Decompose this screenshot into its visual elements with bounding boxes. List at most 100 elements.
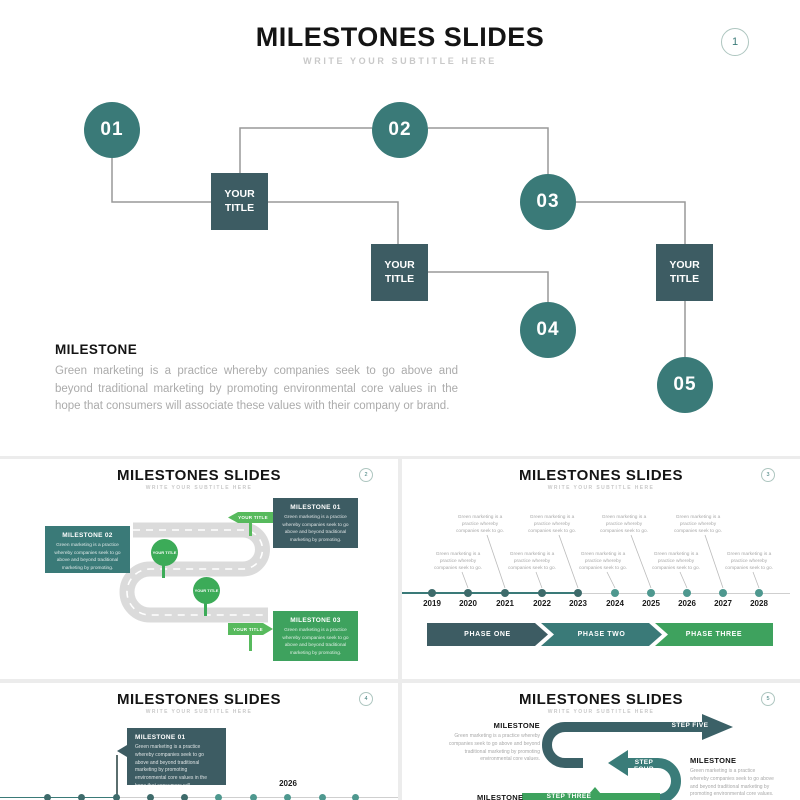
milestone-card-03: MILESTONE 03 Green marketing is a practi… xyxy=(273,611,358,661)
timeline-line-left xyxy=(0,797,120,799)
milestone-heading: MILESTONE xyxy=(477,793,524,800)
timeline-dot xyxy=(147,794,154,800)
timeline-dot xyxy=(78,794,85,800)
milestone-paragraph: Green marketing is a practice whereby co… xyxy=(55,365,458,412)
year-label: 2022 xyxy=(533,599,551,608)
page-subtitle: WRITE YOUR SUBTITLE HERE xyxy=(145,709,253,715)
milestone-circle-05[interactable]: 05 xyxy=(657,357,713,413)
page-title: MILESTONES SLIDES xyxy=(116,467,282,484)
year-label: 2019 xyxy=(423,599,441,608)
milestone-card-01: MILESTONE 01 Green marketing is a practi… xyxy=(127,728,226,789)
timeline-dot-2028 xyxy=(755,589,763,597)
timeline-dot xyxy=(215,794,222,800)
note-connector-lines xyxy=(461,534,760,589)
milestone-card-01: MILESTONE 01 Green marketing is a practi… xyxy=(273,498,358,548)
timeline-dot-2021 xyxy=(501,589,509,597)
milestone-heading: MILESTONE xyxy=(493,721,540,730)
milestone-heading: MILESTONE xyxy=(690,756,737,765)
page-title: MILESTONES SLIDES xyxy=(518,467,684,484)
page-title: MILESTONES SLIDES xyxy=(255,22,545,52)
timeline-note: Green marketing is a practice whereby co… xyxy=(508,552,556,572)
timeline-note: Green marketing is a practice whereby co… xyxy=(528,515,576,535)
page-subtitle: WRITE YOUR SUBTITLE HERE xyxy=(547,485,655,491)
milestone-circle-01[interactable]: 01 xyxy=(84,102,140,158)
slide-3-thumbnail[interactable]: MILESTONES SLIDES WRITE YOUR SUBTITLE HE… xyxy=(402,459,800,679)
timeline-note: Green marketing is a practice whereby co… xyxy=(652,552,700,572)
page-subtitle: WRITE YOUR SUBTITLE HERE xyxy=(303,56,497,66)
timeline-note: Green marketing is a practice whereby co… xyxy=(456,515,504,535)
year-label: 2020 xyxy=(459,599,477,608)
page-number-badge: 2 xyxy=(359,468,373,482)
timeline-dot xyxy=(113,794,120,800)
timeline-line-right xyxy=(120,797,398,798)
year-label: 2027 xyxy=(714,599,732,608)
year-label: 2026 xyxy=(279,779,297,788)
milestone-text: Green marketing is a practice whereby co… xyxy=(448,733,540,763)
timeline-note: Green marketing is a practice whereby co… xyxy=(725,552,773,572)
timeline-line-left xyxy=(402,592,578,594)
card-pointer xyxy=(117,745,127,757)
step-five-label: STEP FIVE xyxy=(671,722,709,729)
phase-two-arrow: PHASE TWO xyxy=(541,623,662,646)
page-title: MILESTONES SLIDES xyxy=(518,691,684,708)
phase-one-arrow: PHASE ONE xyxy=(427,623,548,646)
milestone-card-heading: MILESTONE 01 xyxy=(290,504,341,511)
page-number-badge: 1 xyxy=(721,28,749,56)
timeline-dot xyxy=(250,794,257,800)
pin-stem-1 xyxy=(162,563,165,578)
timeline-dot xyxy=(352,794,359,800)
phase-three-arrow: PHASE THREE xyxy=(655,623,773,646)
page-title: MILESTONES SLIDES xyxy=(116,691,282,708)
sign-post-2 xyxy=(249,634,252,651)
milestone-heading: MILESTONE xyxy=(55,342,138,357)
slide-1-main: MILESTONES SLIDES WRITE YOUR SUBTITLE HE… xyxy=(0,0,800,456)
connector-lines xyxy=(111,127,686,357)
milestone-text: Green marketing is a practice whereby co… xyxy=(690,768,774,798)
road-sign-1: YOUR TITLE xyxy=(228,512,273,523)
year-label: 2024 xyxy=(606,599,624,608)
milestone-card-text: Green marketing is a practice whereby co… xyxy=(54,543,121,572)
step-three-label: STEP THREE xyxy=(546,793,592,800)
timeline-dot-2025 xyxy=(647,589,655,597)
timeline-dot-2020 xyxy=(464,589,472,597)
milestone-card-02: MILESTONE 02 Green marketing is a practi… xyxy=(45,526,130,573)
step-four-label: STEP FOUR xyxy=(633,759,654,773)
milestone-card-heading: MILESTONE 01 xyxy=(135,734,186,741)
timeline-note: Green marketing is a practice whereby co… xyxy=(674,515,722,535)
slide-4-thumbnail[interactable]: MILESTONES SLIDES WRITE YOUR SUBTITLE HE… xyxy=(0,683,398,800)
pin-stem-2 xyxy=(204,601,207,616)
timeline-dot-2023 xyxy=(574,589,582,597)
year-label: 2026 xyxy=(678,599,696,608)
timeline-dot-2022 xyxy=(538,589,546,597)
sign-post-1 xyxy=(249,521,252,536)
timeline-dot xyxy=(44,794,51,800)
year-label: 2025 xyxy=(642,599,660,608)
milestone-circle-03[interactable]: 03 xyxy=(520,174,576,230)
slide-2-thumbnail[interactable]: MILESTONES SLIDES WRITE YOUR SUBTITLE HE… xyxy=(0,459,398,679)
road-sign-2: YOUR TITLE xyxy=(228,623,273,635)
timeline-dot-2026 xyxy=(683,589,691,597)
page-subtitle: WRITE YOUR SUBTITLE HERE xyxy=(145,485,253,491)
timeline-dot xyxy=(319,794,326,800)
map-pin-1: YOUR TITLE xyxy=(151,539,178,566)
page-number-badge: 4 xyxy=(359,692,373,706)
timeline-note: Green marketing is a practice whereby co… xyxy=(434,552,482,572)
page-number-badge: 5 xyxy=(761,692,775,706)
milestone-card-text: Green marketing is a practice whereby co… xyxy=(282,515,349,544)
your-title-box-1[interactable]: YOUR TITLE xyxy=(211,173,268,230)
milestone-card-text: Green marketing is a practice whereby co… xyxy=(135,744,207,789)
map-pin-2: YOUR TITLE xyxy=(193,577,220,604)
your-title-box-3[interactable]: YOUR TITLE xyxy=(656,244,713,301)
timeline-dot-2019 xyxy=(428,589,436,597)
timeline-dot xyxy=(284,794,291,800)
slide-5-thumbnail[interactable]: MILESTONES SLIDES WRITE YOUR SUBTITLE HE… xyxy=(402,683,800,800)
year-label: 2028 xyxy=(750,599,768,608)
milestone-circle-02[interactable]: 02 xyxy=(372,102,428,158)
milestone-card-text: Green marketing is a practice whereby co… xyxy=(282,628,349,657)
timeline-dot-2027 xyxy=(719,589,727,597)
road-graphic xyxy=(119,522,270,623)
timeline-dot-2024 xyxy=(611,589,619,597)
your-title-box-2[interactable]: YOUR TITLE xyxy=(371,244,428,301)
milestone-circle-04[interactable]: 04 xyxy=(520,302,576,358)
